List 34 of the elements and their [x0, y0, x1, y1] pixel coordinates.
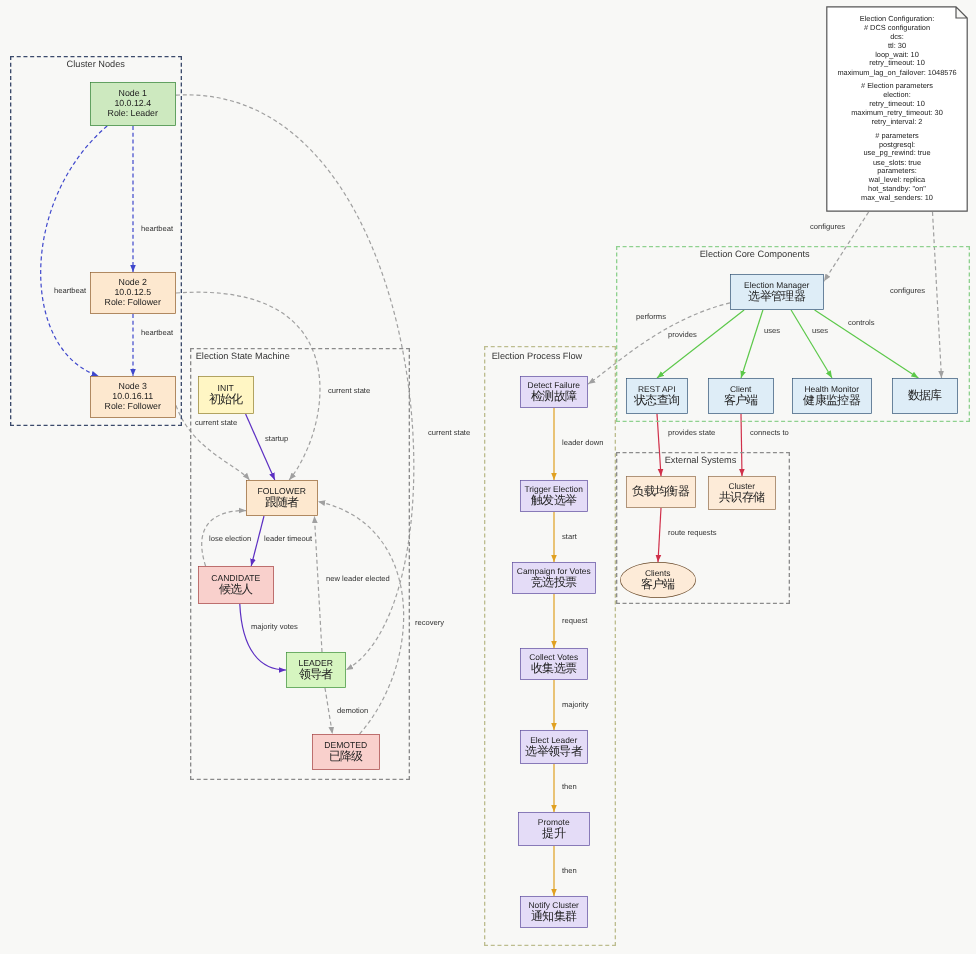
arrow [175, 94, 415, 671]
group-frame [616, 452, 790, 604]
arrow [739, 413, 745, 477]
arrow [551, 407, 557, 481]
arrow [317, 501, 405, 735]
arrow [324, 687, 335, 735]
arrow [551, 511, 557, 563]
arrow [656, 309, 745, 379]
arrow [551, 763, 557, 813]
group-frame [190, 348, 410, 780]
arrow [814, 309, 919, 379]
arrow [551, 593, 557, 649]
arrow [551, 679, 557, 731]
arrow [740, 309, 764, 379]
arrow [250, 515, 265, 567]
arrow [175, 404, 251, 481]
arrow [245, 413, 276, 481]
arrow [40, 125, 108, 377]
arrow [130, 313, 136, 377]
group-frame [10, 56, 182, 426]
arrow [201, 507, 247, 567]
arrow [655, 507, 662, 563]
arrow [587, 302, 731, 385]
arrow [656, 413, 664, 477]
arrow [931, 211, 944, 379]
arrow [130, 125, 136, 273]
arrow [823, 211, 870, 282]
group-frame [484, 346, 616, 946]
arrow [311, 515, 323, 653]
arrow [239, 603, 287, 673]
arrow [175, 292, 321, 481]
arrow [551, 845, 557, 897]
arrow [790, 309, 833, 379]
group-frame [616, 246, 970, 422]
